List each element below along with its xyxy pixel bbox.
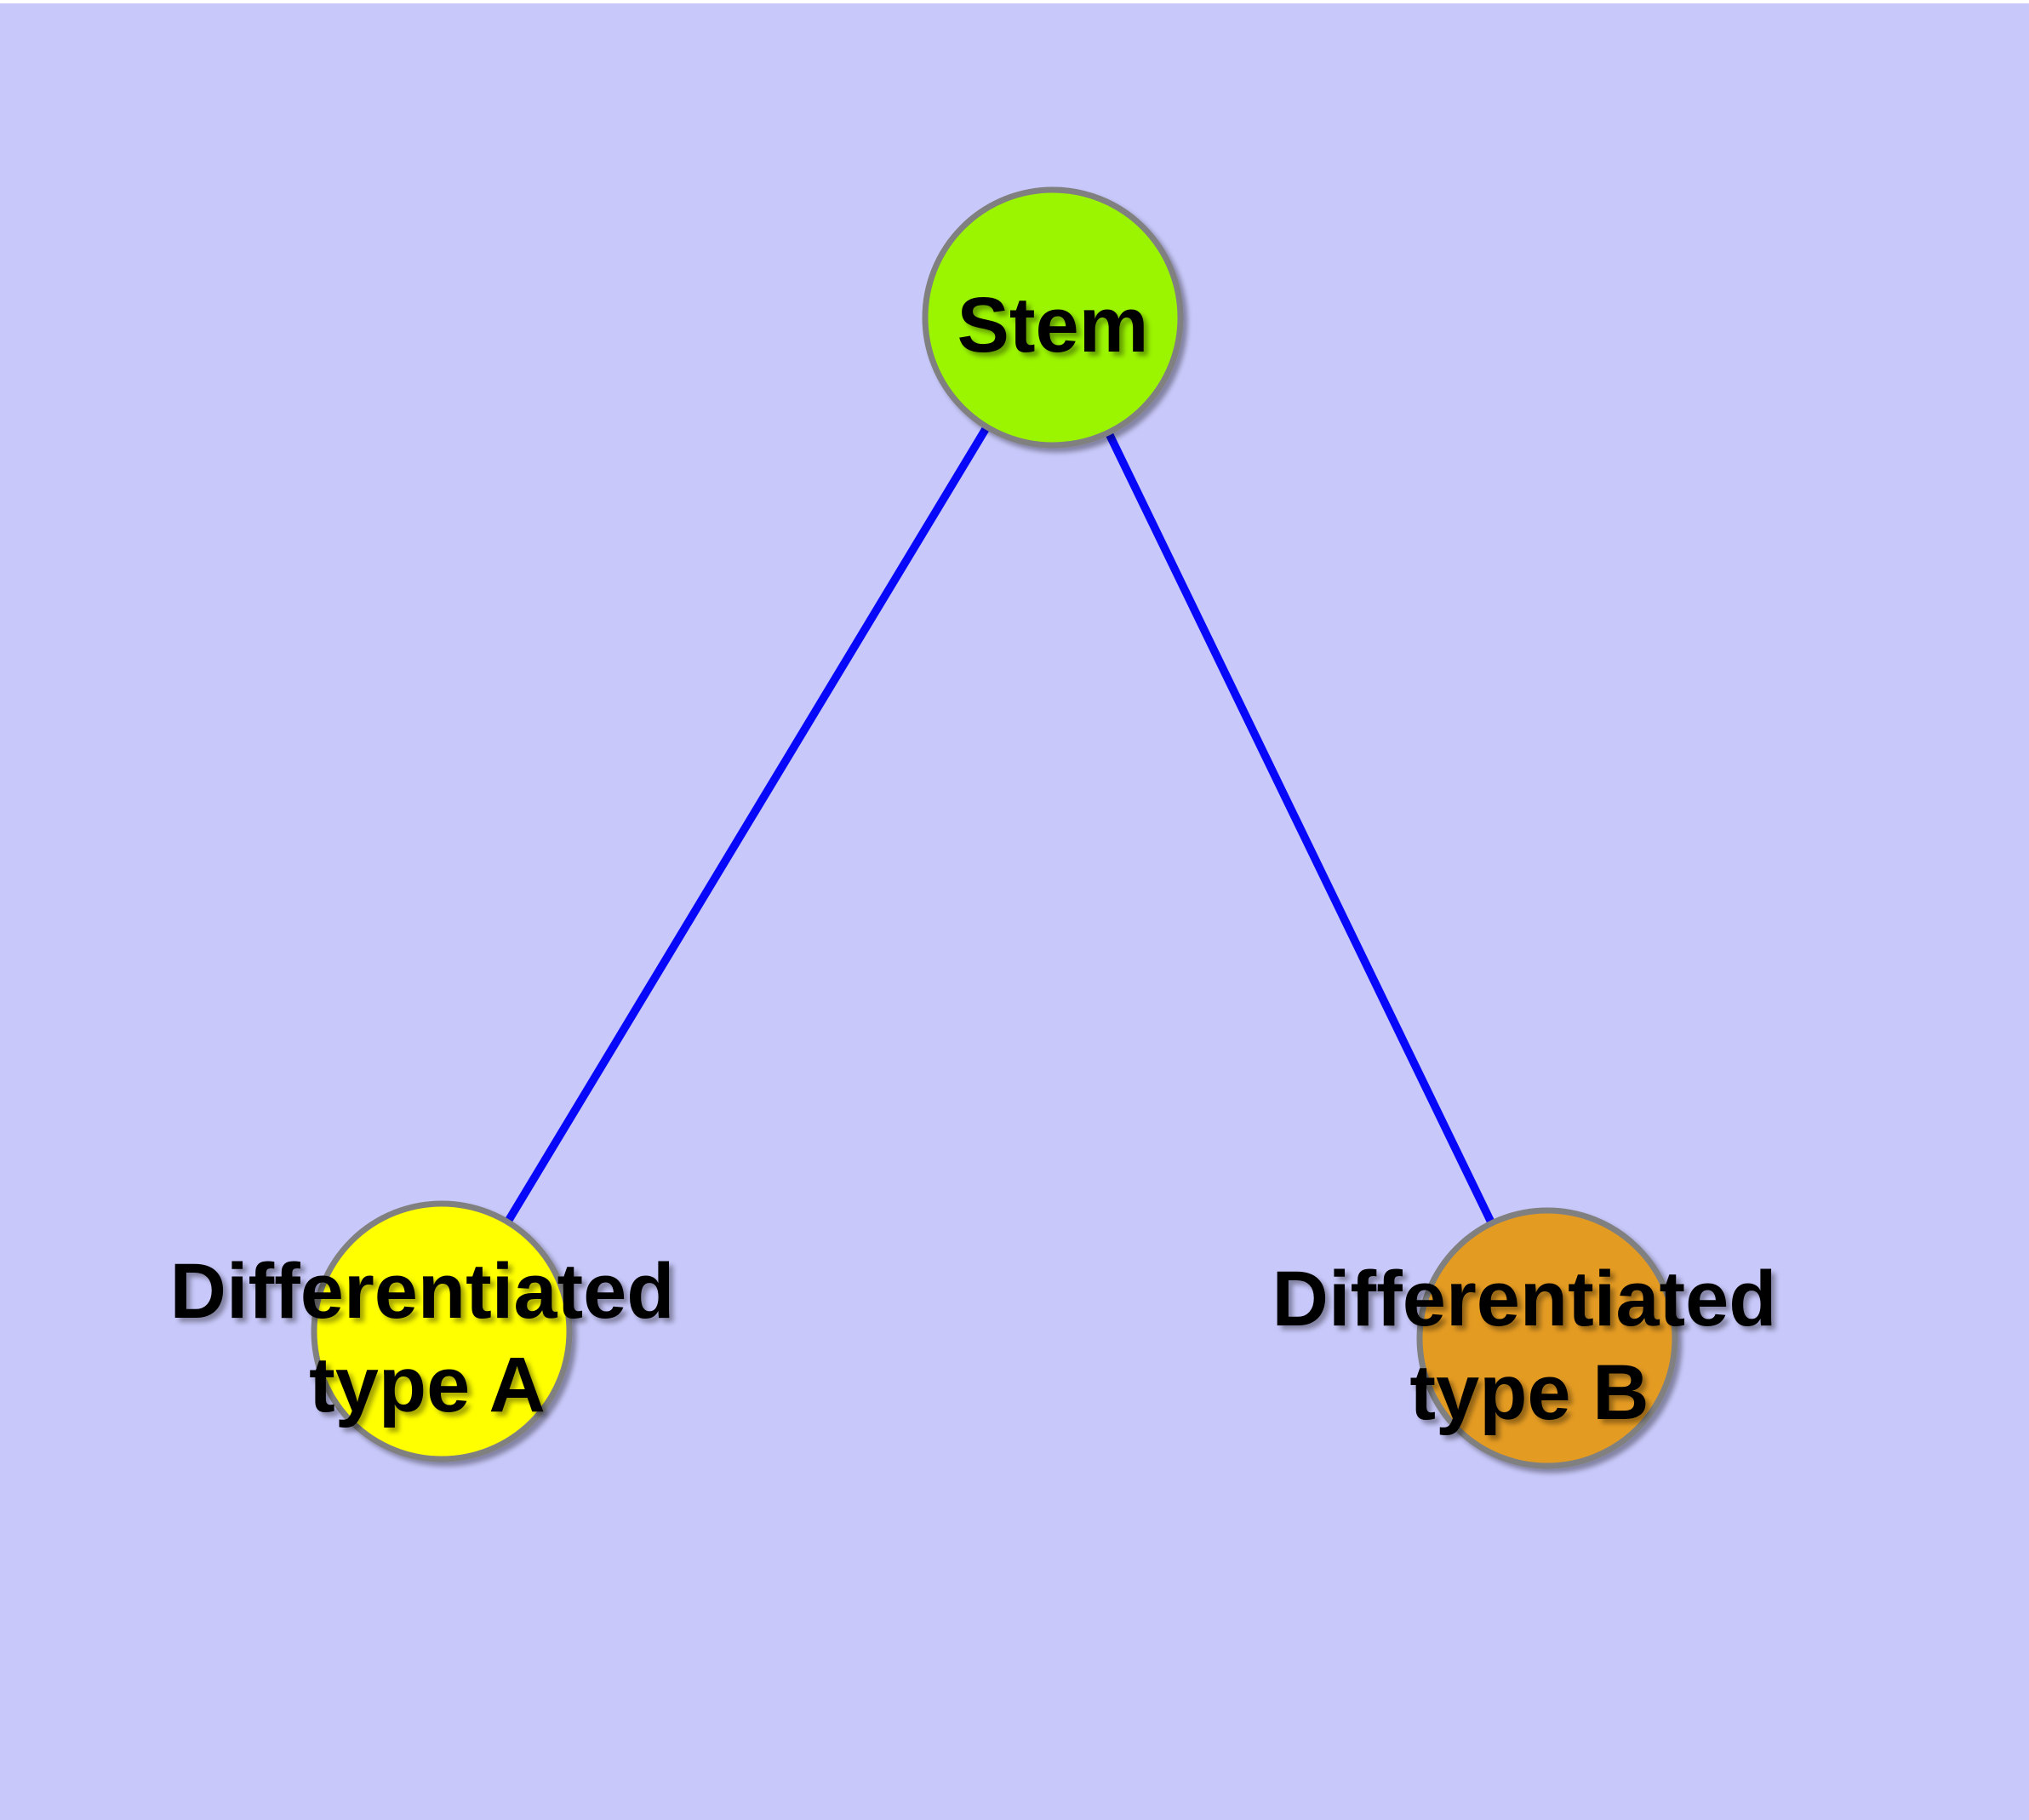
node-type-a-label-line2: type A bbox=[309, 1342, 546, 1428]
edge-stem-to-type-a bbox=[437, 315, 1057, 1334]
node-type-b-label-line1: Differentiated bbox=[1272, 1256, 1777, 1342]
node-stem bbox=[922, 186, 1184, 449]
node-type-b-label: Differentiated type B bbox=[1272, 1256, 1777, 1436]
node-type-b-label-line2: type B bbox=[1409, 1349, 1649, 1436]
node-type-b bbox=[1416, 1207, 1678, 1469]
node-type-a-label-line1: Differentiated bbox=[170, 1248, 675, 1335]
node-type-a-label: Differentiated type A bbox=[170, 1248, 675, 1428]
node-type-a bbox=[311, 1200, 573, 1462]
node-stem-label: Stem bbox=[957, 282, 1149, 369]
edge-stem-to-type-b bbox=[1049, 315, 1552, 1341]
